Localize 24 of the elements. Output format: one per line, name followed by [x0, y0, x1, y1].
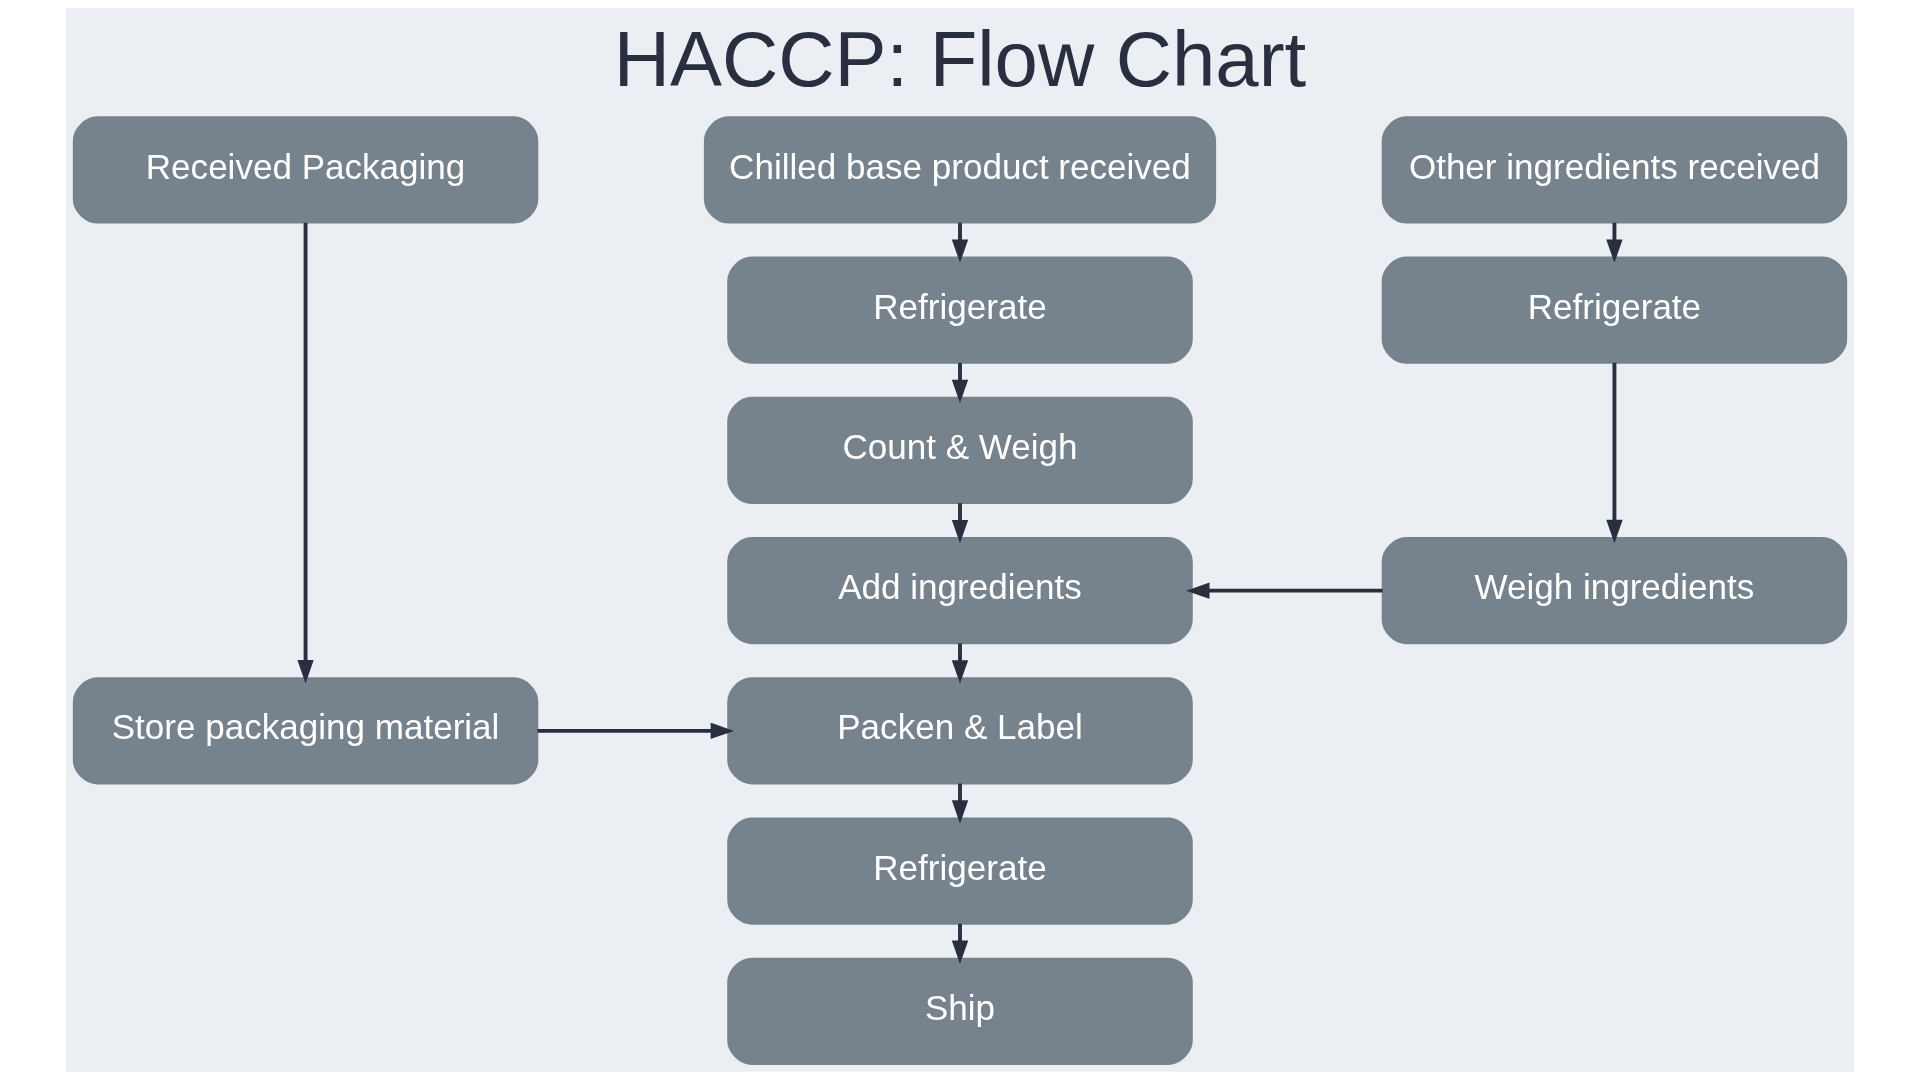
- node-box: Refrigerate: [1381, 256, 1848, 364]
- node-box: Add ingredients: [727, 537, 1193, 645]
- node-box: Refrigerate: [727, 256, 1193, 364]
- node-box: Other ingredients received: [1381, 116, 1848, 224]
- node-box: Weigh ingredients: [1381, 537, 1848, 645]
- node-box: Received Packaging: [72, 116, 539, 224]
- arrow: [951, 503, 969, 544]
- arrow: [951, 643, 969, 684]
- node-box: Chilled base product received: [703, 116, 1217, 224]
- arrow: [951, 923, 969, 965]
- arrow: [1606, 362, 1623, 544]
- node-box: Packen & Label: [727, 677, 1193, 785]
- node-box: Store packaging material: [72, 677, 539, 785]
- node-box: Ship: [727, 957, 1193, 1065]
- node-box: Count & Weigh: [727, 396, 1193, 504]
- arrow: [1186, 582, 1383, 599]
- arrow: [951, 362, 969, 404]
- arrow: [297, 222, 314, 684]
- arrow: [537, 722, 735, 740]
- diagram-title: HACCP: Flow Chart: [613, 15, 1307, 104]
- arrow: [951, 222, 969, 263]
- arrow: [951, 783, 969, 824]
- node-box: Refrigerate: [727, 817, 1193, 925]
- arrow: [1606, 222, 1623, 263]
